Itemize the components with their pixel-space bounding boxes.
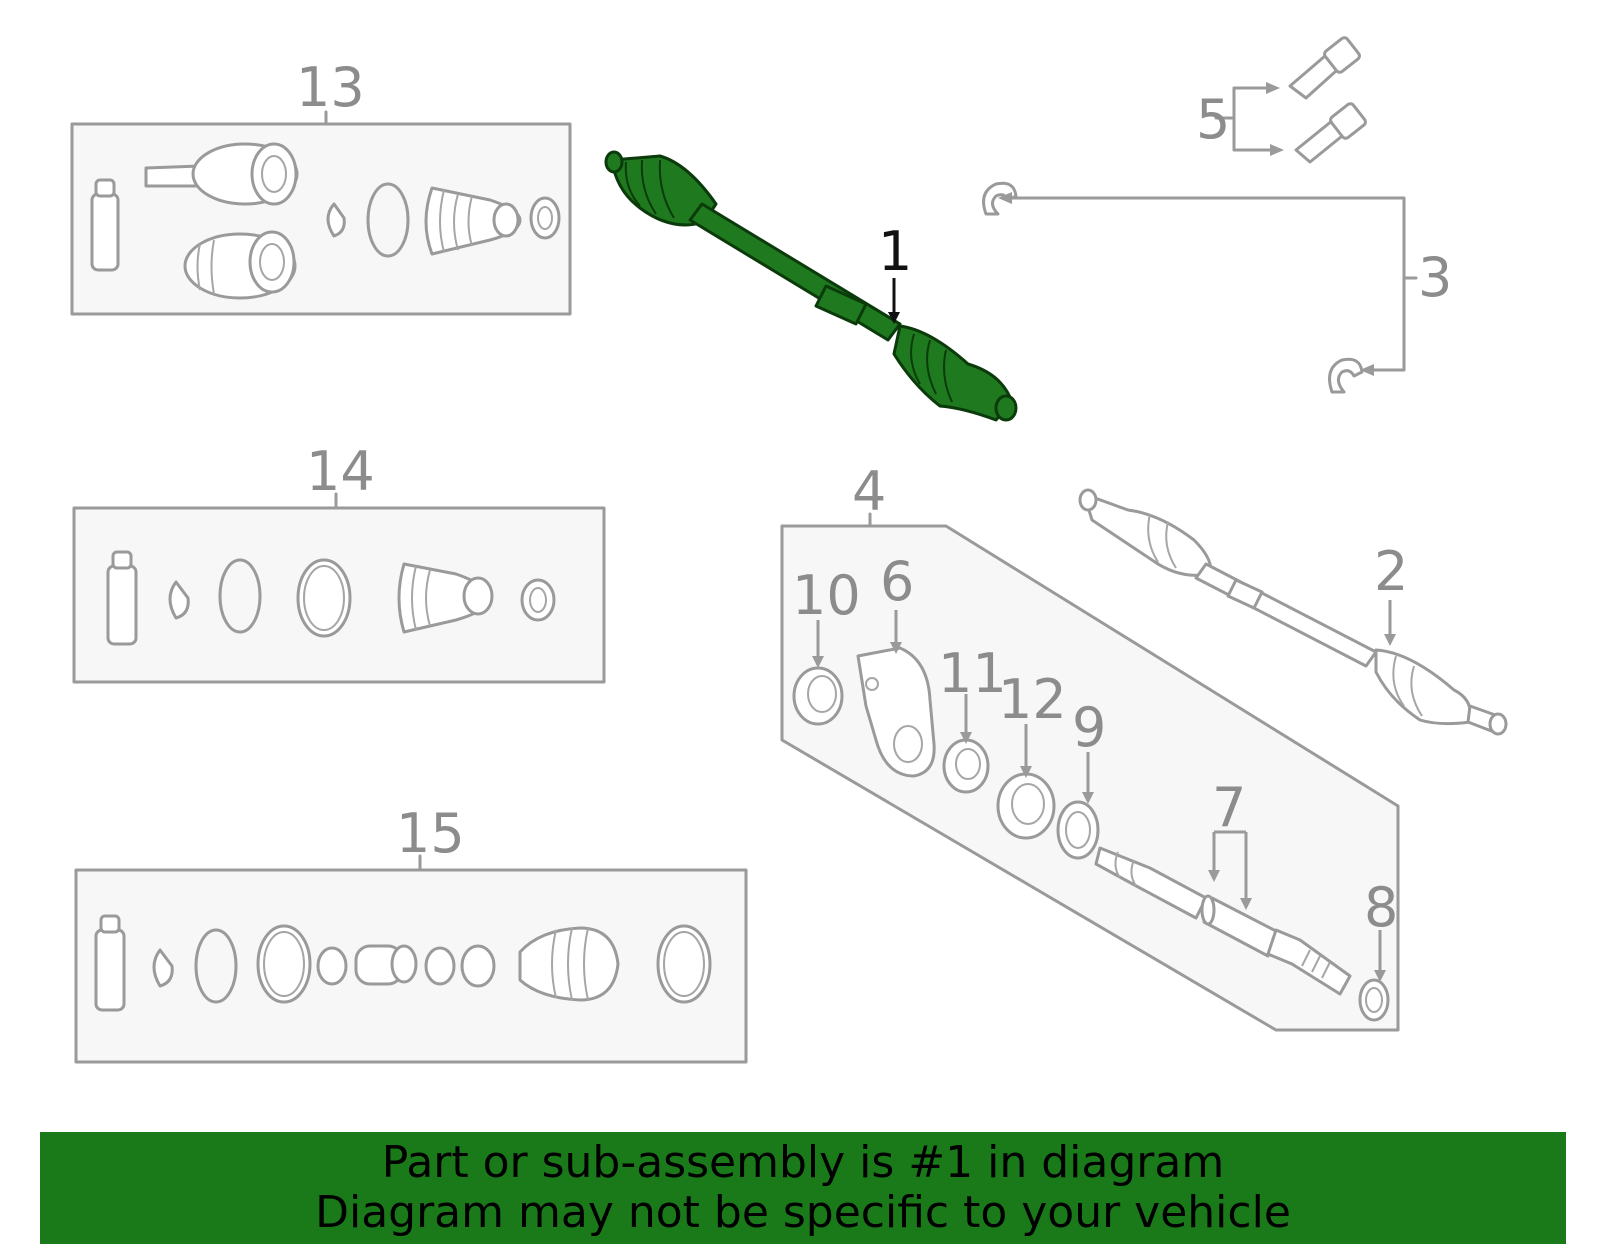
callout-2: 2 (1374, 540, 1408, 603)
kit-box-14[interactable] (72, 492, 606, 684)
callout-10: 10 (792, 564, 861, 627)
callout-1: 1 (878, 220, 912, 283)
bolts-part-5[interactable] (1214, 36, 1367, 164)
info-banner: Part or sub-assembly is #1 in diagram Di… (40, 1132, 1566, 1244)
callout-14: 14 (306, 440, 375, 503)
kit-box-13[interactable] (70, 110, 572, 316)
clips-part-3[interactable] (982, 181, 1418, 394)
callout-8: 8 (1364, 876, 1398, 939)
callout-15: 15 (396, 802, 465, 865)
callout-4: 4 (852, 460, 886, 523)
assembly-box-4[interactable] (780, 512, 1400, 1032)
kit-box-15[interactable] (74, 854, 748, 1064)
axle-shaft-part-2[interactable] (1078, 488, 1508, 736)
callout-9: 9 (1072, 696, 1106, 759)
banner-line-1: Part or sub-assembly is #1 in diagram (381, 1137, 1225, 1188)
callout-12: 12 (998, 668, 1067, 731)
callout-5: 5 (1196, 88, 1230, 151)
callout-6: 6 (880, 550, 914, 613)
axle-shaft-highlighted[interactable] (604, 150, 1018, 422)
callout-13: 13 (296, 56, 365, 119)
callout-3: 3 (1418, 246, 1452, 309)
banner-line-2: Diagram may not be specific to your vehi… (315, 1187, 1291, 1238)
callout-11: 11 (938, 642, 1007, 705)
leader-1-arrow (888, 312, 900, 324)
callout-7: 7 (1212, 776, 1246, 839)
leader-2-arrow (1384, 634, 1396, 646)
